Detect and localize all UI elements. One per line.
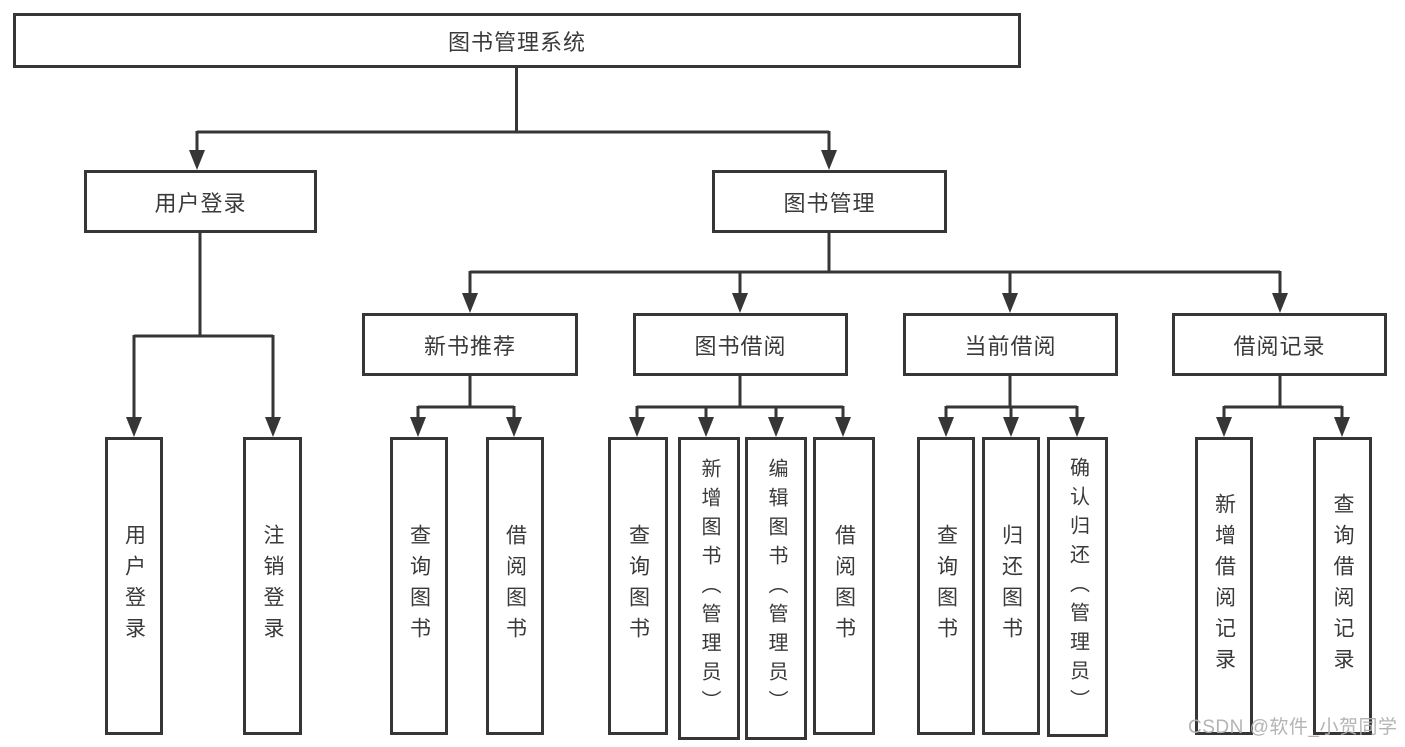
- node-current-borrowing: 当前借阅: [903, 313, 1118, 376]
- node-label: 用户登录: [154, 190, 247, 216]
- node-label: 借阅图书: [832, 524, 856, 648]
- leaf-confirm-return-admin: 确认归还（管理员）: [1047, 437, 1108, 737]
- node-label: 新增图书（管理员）: [698, 458, 720, 719]
- node-label: 查询图书: [407, 524, 431, 648]
- node-user-login: 用户登录: [84, 170, 317, 233]
- leaf-query-books-current: 查询图书: [917, 437, 975, 735]
- node-label: 新书推荐: [423, 333, 516, 359]
- leaf-query-books-borrow: 查询图书: [608, 437, 668, 735]
- node-label: 查询图书: [626, 524, 650, 648]
- node-label: 确认归还（管理员）: [1066, 456, 1089, 718]
- csdn-watermark: CSDN @软件_小贺同学: [1188, 717, 1398, 738]
- node-book-management: 图书管理: [712, 170, 947, 233]
- node-label: 查询图书: [934, 524, 958, 648]
- node-label: 图书管理系统: [447, 29, 586, 55]
- leaf-query-borrow-record: 查询借阅记录: [1313, 437, 1372, 735]
- node-label: 图书借阅: [694, 333, 787, 359]
- node-label: 注销登录: [261, 524, 284, 648]
- node-label: 新增借阅记录: [1212, 493, 1236, 679]
- node-label: 归还图书: [999, 524, 1023, 648]
- leaf-user-login: 用户登录: [105, 437, 163, 735]
- leaf-borrow-books-recommend: 借阅图书: [486, 437, 544, 735]
- node-label: 图书管理: [783, 190, 876, 216]
- leaf-return-book: 归还图书: [982, 437, 1040, 735]
- node-book-borrowing: 图书借阅: [633, 313, 848, 376]
- leaf-add-book-admin: 新增图书（管理员）: [678, 437, 740, 740]
- node-new-book-recommendation: 新书推荐: [362, 313, 578, 376]
- node-borrowing-records: 借阅记录: [1172, 313, 1387, 376]
- node-label: 编辑图书（管理员）: [765, 458, 787, 719]
- node-label: 借阅图书: [503, 524, 527, 648]
- node-label: 借阅记录: [1233, 333, 1326, 359]
- node-label: 查询借阅记录: [1331, 493, 1354, 679]
- leaf-add-borrow-record: 新增借阅记录: [1195, 437, 1253, 735]
- leaf-logout: 注销登录: [243, 437, 302, 735]
- node-label: 用户登录: [122, 524, 146, 648]
- node-label: 当前借阅: [964, 333, 1057, 359]
- leaf-edit-book-admin: 编辑图书（管理员）: [745, 437, 807, 740]
- node-library-management-system: 图书管理系统: [13, 13, 1021, 68]
- leaf-query-books-recommend: 查询图书: [390, 437, 448, 735]
- leaf-borrow-book: 借阅图书: [813, 437, 875, 735]
